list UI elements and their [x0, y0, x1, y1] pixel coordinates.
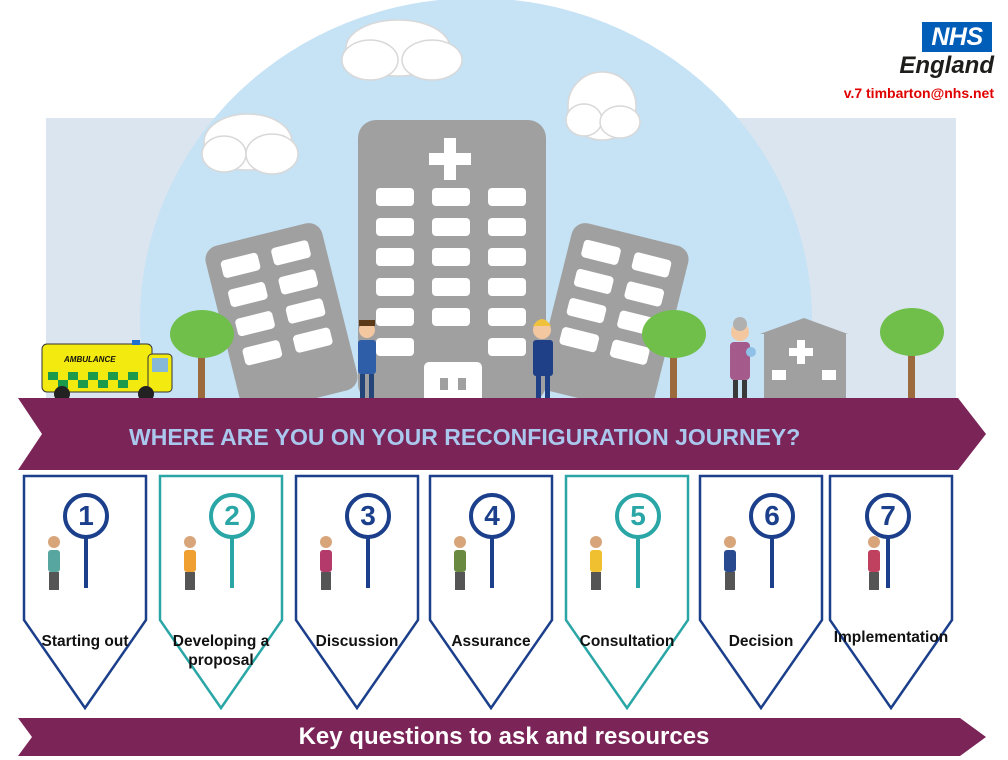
step-number-marker [615, 493, 661, 539]
resources-link[interactable]: Key questions to ask and resources [298, 723, 710, 750]
step-number-marker [209, 493, 255, 539]
step-4[interactable] [428, 474, 554, 711]
step-shield[interactable] [828, 474, 954, 711]
step-number-marker [865, 493, 911, 539]
step-number: 5 [630, 500, 646, 531]
step-label: Decision [728, 633, 794, 650]
step-number-marker [345, 493, 391, 539]
ambulance-label: AMBULANCE [63, 355, 116, 364]
version-contact: v.7 timbarton@nhs.net [843, 85, 994, 101]
step-label: Starting out [41, 633, 129, 650]
clinic-building [760, 318, 848, 398]
cloud-left [201, 113, 299, 175]
marker-post [490, 536, 494, 588]
step-5[interactable] [564, 474, 690, 711]
step-2[interactable] [158, 474, 284, 711]
person-figure-legs [591, 572, 601, 590]
building-left [205, 223, 358, 414]
step-7[interactable] [828, 474, 954, 711]
step-shield[interactable] [294, 474, 420, 711]
person-figure-head [454, 536, 466, 548]
person-figure-body [868, 550, 880, 572]
person-figure-legs [455, 572, 465, 590]
nurse-figure [358, 320, 376, 398]
step-shield[interactable] [158, 474, 284, 711]
step-shield[interactable] [698, 474, 824, 711]
person-figure-head [320, 536, 332, 548]
cloud-center [341, 19, 463, 81]
person-figure-body [320, 550, 332, 572]
step-label: Implementation [833, 629, 949, 646]
marker-post [636, 536, 640, 588]
doctor-figure [533, 319, 553, 398]
marker-post [230, 536, 234, 588]
step-number: 6 [764, 500, 780, 531]
step-label: Assurance [451, 633, 531, 650]
person-figure-head [184, 536, 196, 548]
step-shield[interactable] [564, 474, 690, 711]
step-label: Discussion [315, 633, 399, 650]
ambulance-vehicle [41, 340, 173, 402]
person-figure-body [590, 550, 602, 572]
resources-banner[interactable] [18, 718, 986, 756]
step-number: 4 [484, 500, 500, 531]
marker-post [84, 536, 88, 588]
person-figure-head [48, 536, 60, 548]
step-shield[interactable] [22, 474, 148, 711]
cloud-right [565, 71, 641, 141]
person-figure-body [724, 550, 736, 572]
step-number: 1 [78, 500, 94, 531]
elderly-woman-figure [730, 317, 756, 398]
person-figure-legs [49, 572, 59, 590]
person-figure-legs [321, 572, 331, 590]
person-figure-body [48, 550, 60, 572]
hospital-building [358, 120, 546, 402]
nhs-england-wordmark: England [899, 52, 994, 79]
step-number: 7 [880, 500, 896, 531]
person-figure-legs [725, 572, 735, 590]
step-number-marker [469, 493, 515, 539]
tree-left [170, 310, 234, 400]
person-figure-head [868, 536, 880, 548]
step-shield[interactable] [428, 474, 554, 711]
step-label: Developing a proposal [172, 633, 270, 669]
journey-banner-title: WHERE ARE YOU ON YOUR RECONFIGURATION JO… [125, 422, 805, 452]
person-figure-body [184, 550, 196, 572]
step-6[interactable] [698, 474, 824, 711]
step-1[interactable] [22, 474, 148, 711]
person-figure-head [590, 536, 602, 548]
marker-post [366, 536, 370, 588]
person-figure-legs [185, 572, 195, 590]
step-number: 2 [224, 500, 240, 531]
tree-center-right [642, 310, 706, 400]
step-number: 3 [360, 500, 376, 531]
person-figure-legs [869, 572, 879, 590]
nhs-logo: NHS [922, 22, 992, 52]
step-label: Consultation [579, 633, 675, 650]
person-figure-head [724, 536, 736, 548]
step-3[interactable] [294, 474, 420, 711]
person-figure-body [454, 550, 466, 572]
marker-post [770, 536, 774, 588]
step-number-marker [749, 493, 795, 539]
marker-post [886, 536, 890, 588]
tree-right [880, 308, 944, 400]
step-number-marker [63, 493, 109, 539]
